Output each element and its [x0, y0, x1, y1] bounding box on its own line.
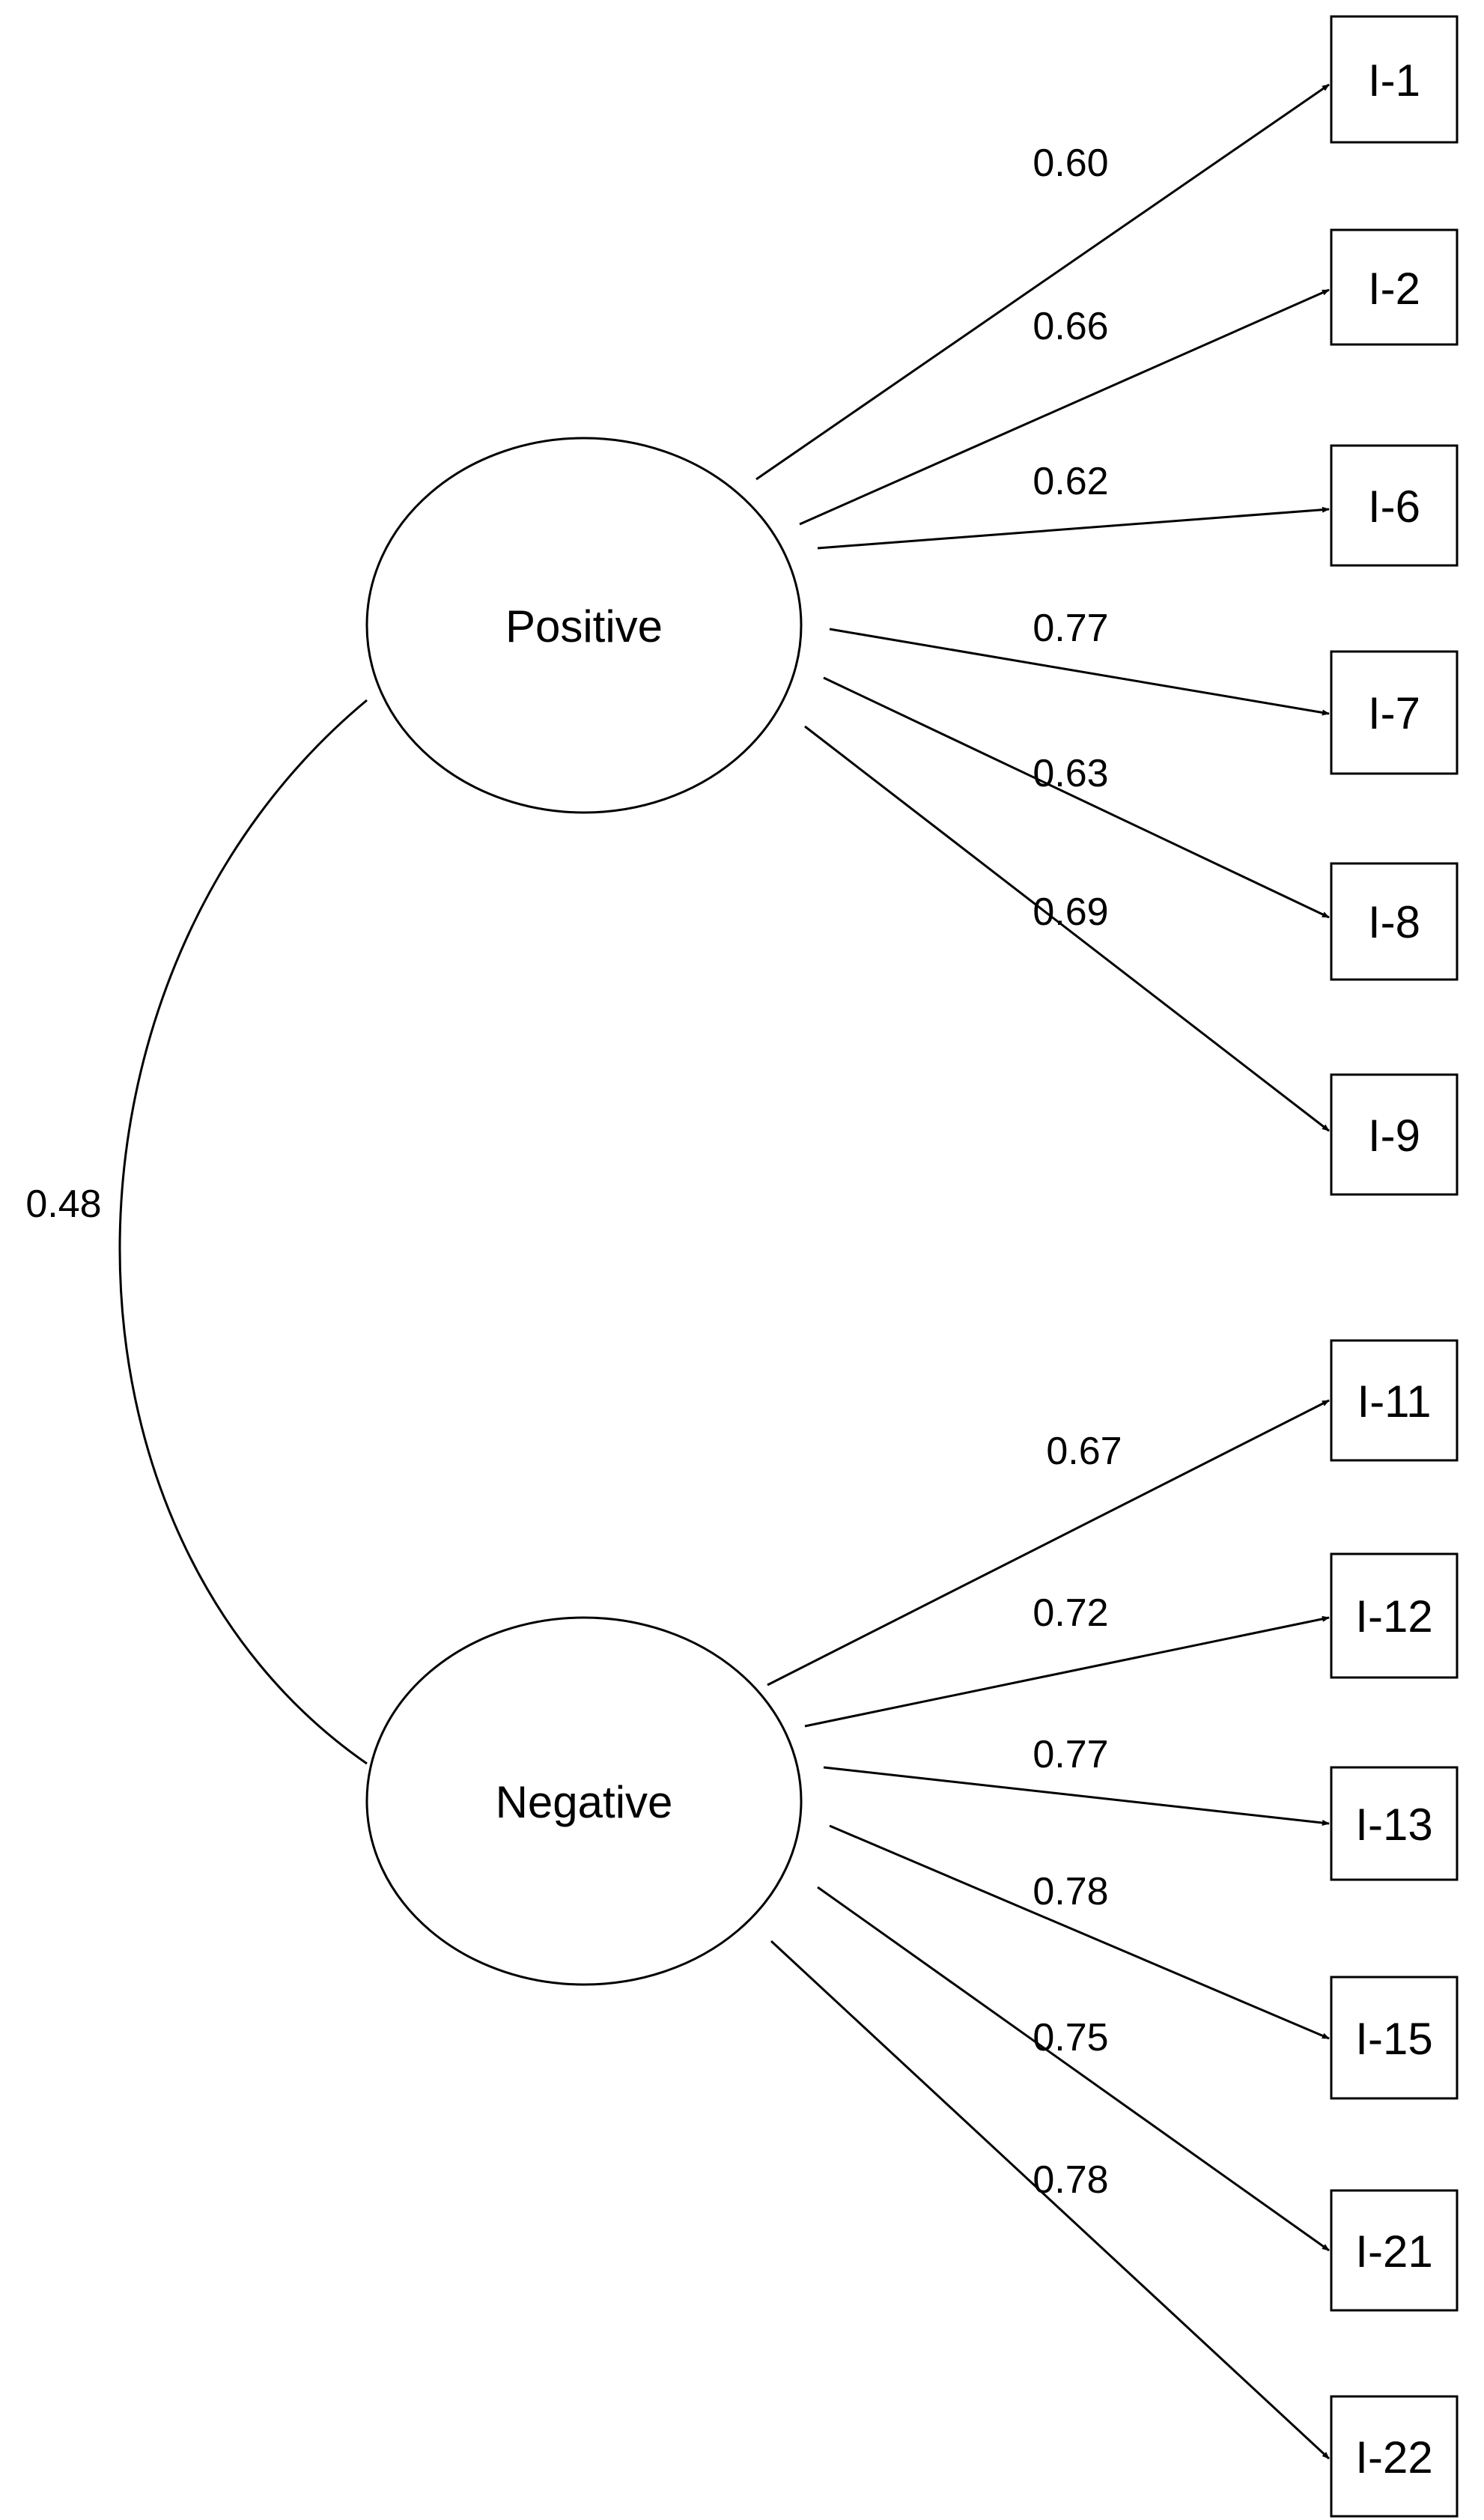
item-label: I-21 — [1355, 2226, 1432, 2277]
loading-path-i-22 — [770, 1940, 1331, 2460]
loading-label-i-22: 0.78 — [1033, 2158, 1108, 2202]
loading-label-i-11: 0.67 — [1046, 1430, 1122, 1473]
correlation-arc — [118, 699, 368, 1765]
factor-negative: Negative — [365, 1616, 803, 1986]
loading-label-i-7: 0.77 — [1033, 607, 1108, 650]
item-box-i-6: I-6 — [1330, 444, 1459, 567]
loading-label-i-21: 0.75 — [1033, 2016, 1108, 2059]
loading-path-i-6 — [817, 506, 1330, 550]
item-label: I-9 — [1368, 1111, 1420, 1161]
loading-label-i-1: 0.60 — [1033, 142, 1108, 185]
loading-path-i-1 — [755, 83, 1330, 481]
factor-negative-label: Negative — [496, 1777, 673, 1827]
loading-label-i-6: 0.62 — [1033, 460, 1108, 503]
loading-label-i-2: 0.66 — [1033, 305, 1108, 348]
factor-positive-label: Positive — [505, 601, 663, 652]
item-box-i-13: I-13 — [1330, 1766, 1459, 1881]
loading-label-i-15: 0.78 — [1033, 1870, 1108, 1913]
loading-label-i-8: 0.63 — [1033, 752, 1108, 795]
item-label: I-22 — [1355, 2432, 1432, 2483]
item-label: I-15 — [1355, 2014, 1432, 2064]
loading-path-i-12 — [804, 1615, 1330, 1728]
factor-positive: Positive — [365, 437, 803, 814]
item-label: I-8 — [1368, 897, 1420, 947]
loading-label-i-12: 0.72 — [1033, 1591, 1108, 1635]
item-label: I-7 — [1368, 688, 1420, 738]
item-label: I-1 — [1368, 55, 1420, 106]
item-box-i-21: I-21 — [1330, 2189, 1459, 2312]
item-label: I-6 — [1368, 482, 1420, 532]
loading-path-i-9 — [804, 725, 1330, 1132]
correlation-label: 0.48 — [25, 1182, 101, 1226]
factor-negative-ellipse — [365, 1616, 803, 1986]
loading-path-i-2 — [799, 288, 1330, 526]
loading-path-i-11 — [767, 1399, 1330, 1686]
item-label: I-11 — [1357, 1376, 1432, 1427]
item-box-i-12: I-12 — [1330, 1552, 1459, 1679]
loading-label-i-9: 0.69 — [1033, 890, 1108, 934]
loading-path-i-8 — [823, 676, 1330, 919]
item-box-i-2: I-2 — [1330, 228, 1459, 346]
loading-path-i-15 — [829, 1824, 1330, 2040]
loading-path-i-21 — [817, 1886, 1330, 2252]
item-label: I-12 — [1355, 1591, 1432, 1642]
item-label: I-13 — [1355, 1800, 1432, 1850]
item-box-i-7: I-7 — [1330, 650, 1459, 775]
item-box-i-22: I-22 — [1330, 2395, 1459, 2518]
item-box-i-11: I-11 — [1330, 1339, 1459, 1462]
item-box-i-8: I-8 — [1330, 862, 1459, 981]
item-box-i-9: I-9 — [1330, 1073, 1459, 1196]
loading-path-i-13 — [823, 1766, 1330, 1826]
factor-positive-ellipse — [365, 437, 803, 814]
item-box-i-15: I-15 — [1330, 1976, 1459, 2100]
loading-label-i-13: 0.77 — [1033, 1733, 1108, 1776]
item-label: I-2 — [1368, 264, 1420, 314]
loading-path-i-7 — [829, 628, 1330, 716]
item-box-i-1: I-1 — [1330, 15, 1459, 144]
